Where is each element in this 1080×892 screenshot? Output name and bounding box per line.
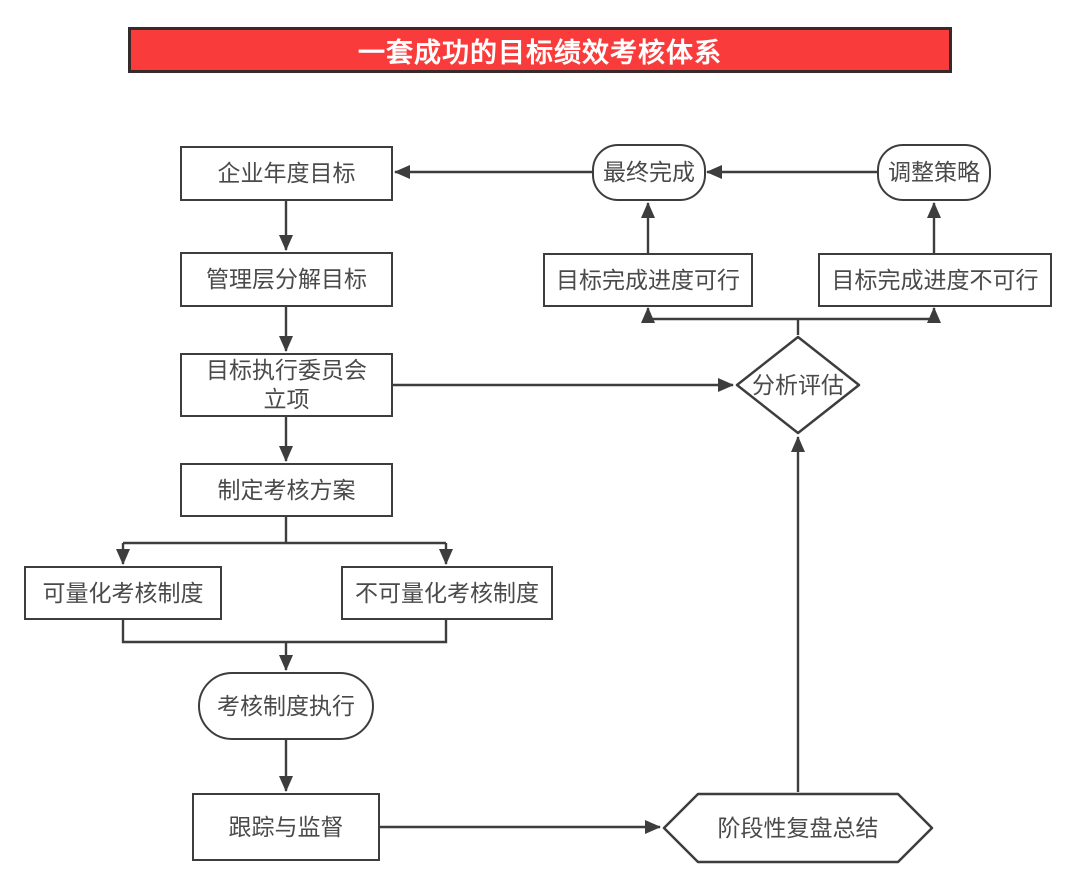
node-tracking-supervision-label: 跟踪与监督: [228, 813, 344, 840]
node-assessment-plan: 制定考核方案: [180, 463, 393, 517]
node-committee: 目标执行委员会 立项: [180, 353, 393, 417]
node-periodic-review-label: 阶段性复盘总结: [717, 814, 879, 841]
hexagon-shape: [662, 792, 934, 864]
title-text: 一套成功的目标绩效考核体系: [358, 37, 722, 68]
node-progress-infeasible-label: 目标完成进度不可行: [831, 266, 1039, 293]
node-committee-label-line1: 目标执行委员会: [206, 357, 367, 384]
node-annual-goal-label: 企业年度目标: [217, 160, 356, 187]
node-annual-goal: 企业年度目标: [180, 146, 393, 201]
node-committee-label-line2: 立项: [263, 386, 310, 412]
node-non-quantifiable-system: 不可量化考核制度: [341, 566, 553, 620]
node-quantifiable-system: 可量化考核制度: [24, 566, 222, 620]
node-progress-infeasible: 目标完成进度不可行: [818, 253, 1052, 307]
node-final-completion: 最终完成: [592, 144, 706, 201]
node-system-execution: 考核制度执行: [198, 672, 374, 740]
node-tracking-supervision: 跟踪与监督: [192, 793, 380, 861]
node-periodic-review: 阶段性复盘总结: [662, 792, 934, 864]
node-progress-feasible: 目标完成进度可行: [543, 253, 753, 307]
node-system-execution-label: 考核制度执行: [217, 692, 355, 719]
title-banner: 一套成功的目标绩效考核体系: [128, 27, 952, 73]
node-analysis-evaluation: 分析评估: [735, 335, 861, 435]
node-decompose-goal: 管理层分解目标: [180, 252, 393, 307]
node-final-completion-label: 最终完成: [603, 159, 695, 186]
node-non-quantifiable-system-label: 不可量化考核制度: [355, 579, 539, 606]
node-decompose-goal-label: 管理层分解目标: [206, 266, 367, 293]
node-quantifiable-system-label: 可量化考核制度: [42, 579, 204, 606]
node-progress-feasible-label: 目标完成进度可行: [556, 266, 740, 293]
node-adjust-strategy-label: 调整策略: [888, 159, 980, 186]
node-analysis-evaluation-label: 分析评估: [752, 371, 844, 398]
node-assessment-plan-label: 制定考核方案: [217, 476, 356, 503]
node-adjust-strategy: 调整策略: [877, 144, 991, 201]
diamond-shape: [735, 335, 861, 435]
